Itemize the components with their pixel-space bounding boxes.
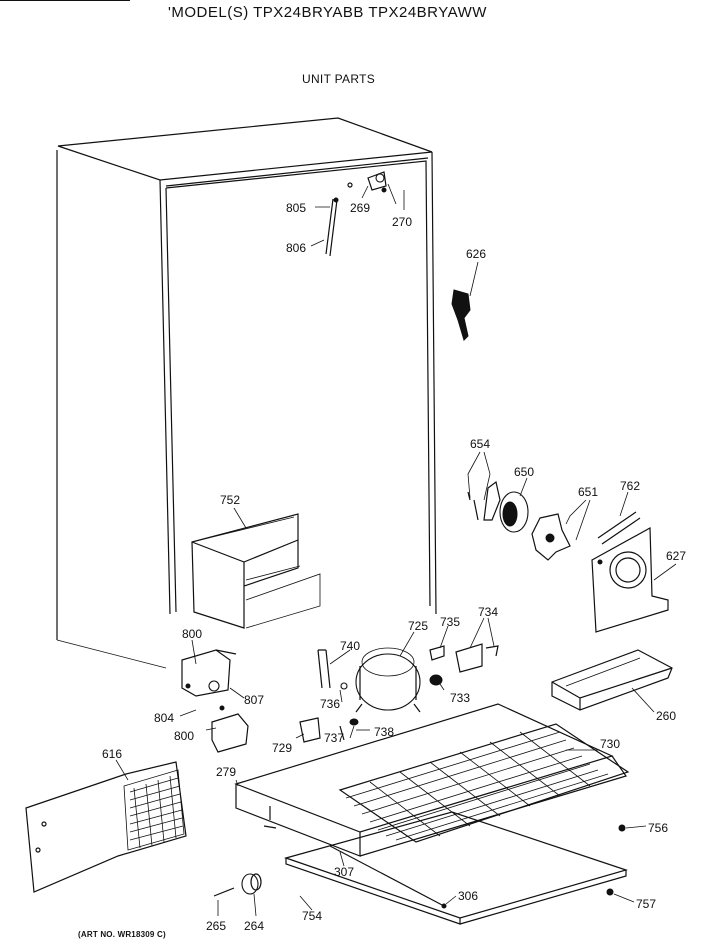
callout-735: 735 <box>440 615 460 629</box>
callout-627: 627 <box>666 549 686 563</box>
part-805-806-tube <box>325 197 339 257</box>
part-736 <box>340 682 348 690</box>
callout-807: 807 <box>244 693 264 707</box>
part-265 <box>213 887 235 897</box>
part-800-valve <box>181 649 237 697</box>
part-800-bracket <box>211 705 249 753</box>
callout-270: 270 <box>392 215 412 229</box>
part-752-cover <box>191 513 321 629</box>
callout-725: 725 <box>408 619 428 633</box>
diagram-subtitle: UNIT PARTS <box>302 72 376 86</box>
callout-260: 260 <box>656 709 676 723</box>
callout-306: 306 <box>458 889 478 903</box>
part-307-rod <box>329 845 447 909</box>
part-754-plate <box>283 811 629 925</box>
part-269-bracket <box>367 171 387 193</box>
part-279-base <box>234 703 627 857</box>
callout-754: 754 <box>302 909 322 923</box>
callout-279: 279 <box>216 765 236 779</box>
part-730-condenser <box>338 723 630 843</box>
callout-616: 616 <box>102 747 122 761</box>
callout-651: 651 <box>578 485 598 499</box>
part-264 <box>241 873 262 895</box>
callout-729: 729 <box>272 741 292 755</box>
page-title: 'MODEL(S) TPX24BRYABB TPX24BRYAWW <box>168 4 487 21</box>
part-734 <box>455 643 499 673</box>
part-737 <box>349 718 359 726</box>
callout-757: 757 <box>636 897 656 911</box>
part-740 <box>317 649 331 689</box>
callout-740: 740 <box>340 639 360 653</box>
callout-762: 762 <box>620 479 640 493</box>
header-rule <box>0 0 130 1</box>
part-735 <box>429 645 445 661</box>
part-756-screw <box>618 824 626 832</box>
callout-734: 734 <box>478 605 498 619</box>
callout-738: 738 <box>374 725 394 739</box>
callout-733: 733 <box>450 691 470 705</box>
part-757-screw <box>606 888 614 896</box>
callout-labels: 805 806 269 270 626 654 650 651 762 627 … <box>102 201 686 933</box>
part-738 <box>339 725 345 741</box>
callout-800-lower: 800 <box>174 729 194 743</box>
part-626 <box>451 289 471 341</box>
callout-265: 265 <box>206 919 226 933</box>
leader-lines <box>115 183 677 917</box>
callout-805: 805 <box>286 201 306 215</box>
callout-804: 804 <box>154 711 174 725</box>
callout-654: 654 <box>470 437 490 451</box>
callout-752: 752 <box>220 493 240 507</box>
callout-806: 806 <box>286 241 306 255</box>
callout-737: 737 <box>324 731 344 745</box>
callout-269: 269 <box>350 201 370 215</box>
callout-756: 756 <box>648 821 668 835</box>
callout-800-upper: 800 <box>182 627 202 641</box>
callout-650: 650 <box>514 465 534 479</box>
callout-736: 736 <box>320 697 340 711</box>
cabinet-drawing <box>56 117 437 669</box>
callout-307: 307 <box>334 865 354 879</box>
art-number: (ART NO. WR18309 C) <box>78 930 166 939</box>
part-651-fan-blade <box>531 513 571 561</box>
part-733 <box>429 674 443 686</box>
callout-264: 264 <box>244 919 264 933</box>
part-260-drain-pan <box>551 649 673 711</box>
callout-626: 626 <box>466 247 486 261</box>
part-627-shroud <box>591 511 669 633</box>
callout-730: 730 <box>600 737 620 751</box>
part-616-grille <box>25 761 187 893</box>
part-729 <box>299 717 321 743</box>
part-725-compressor <box>355 647 421 713</box>
part-650-motor <box>467 480 529 533</box>
